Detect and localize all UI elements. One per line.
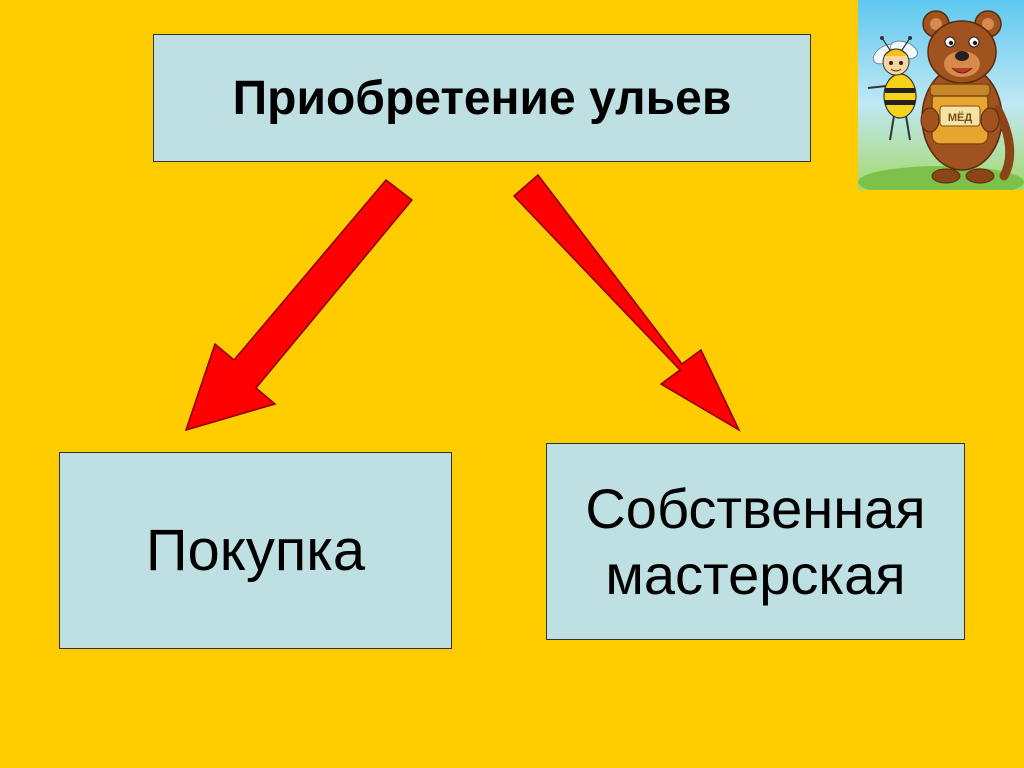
child-node-purchase-label: Покупка xyxy=(145,518,366,583)
child-node-purchase: Покупка xyxy=(59,452,452,649)
honey-jar-label: МЁД xyxy=(948,111,973,124)
child-node-workshop: Собственная мастерская xyxy=(546,443,965,640)
root-node: Приобретение ульев xyxy=(153,34,811,162)
child-node-workshop-line-1: Собственная xyxy=(585,476,926,540)
arrow-to-purchase xyxy=(184,178,414,432)
child-node-workshop-line-2: мастерская xyxy=(605,542,906,606)
bee-bear-illustration: МЁД xyxy=(858,0,1024,190)
honey-jar-icon: МЁД xyxy=(920,83,1000,145)
arrow-to-workshop xyxy=(512,173,741,432)
root-node-label: Приобретение ульев xyxy=(232,71,732,125)
bee-icon xyxy=(867,36,918,141)
